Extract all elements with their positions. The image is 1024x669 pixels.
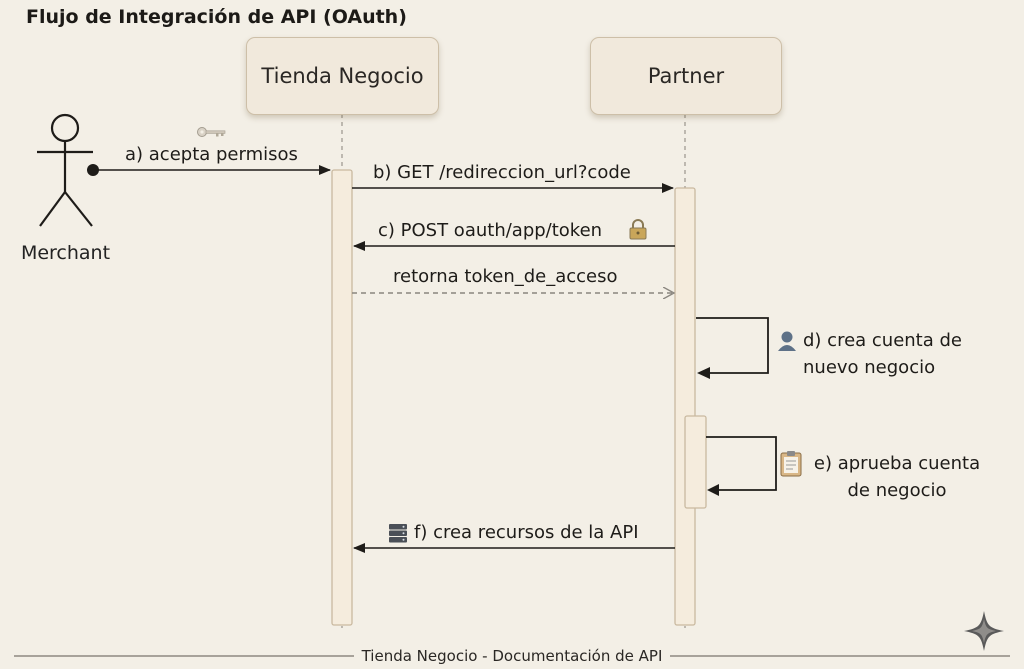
user-icon [778,331,796,351]
message-f-label: f) crea recursos de la API [414,522,639,543]
message-d-line1: d) crea cuenta de [803,330,962,351]
server-icon [389,524,407,543]
lock-icon [629,219,647,240]
message-b-label: b) GET /redireccion_url?code [373,162,631,183]
message-c-return-label: retorna token_de_acceso [393,266,618,287]
key-icon [197,127,226,137]
message-d-loop [696,317,769,374]
footer-text: Tienda Negocio - Documentación de API [353,647,671,665]
message-e-line1: e) aprueba cuenta [813,453,981,474]
merchant-actor [37,113,93,227]
message-d-line2: nuevo negocio [803,357,936,378]
participant-partner-label: Partner [647,64,725,88]
activation-store [331,169,353,626]
message-e-label: e) aprueba cuenta de negocio [808,450,986,504]
message-d-label: d) crea cuenta de nuevo negocio [803,327,962,381]
activation-partner-nested [684,415,707,509]
participant-tienda-negocio-label: Tienda Negocio [261,64,424,88]
message-a-label: a) acepta permisos [125,144,298,165]
message-e-loop [706,436,777,491]
participant-tienda-negocio: Tienda Negocio [246,37,439,115]
message-e-line2: de negocio [847,480,947,501]
actor-label: Merchant [20,242,111,264]
participant-partner: Partner [590,37,782,115]
diagram-title: Flujo de Integración de API (OAuth) [26,6,407,28]
message-c-label: c) POST oauth/app/token [378,220,603,241]
footer: Tienda Negocio - Documentación de API [0,647,1024,665]
clipboard-icon [780,451,802,477]
activation-partner [674,187,696,626]
sparkle-icon [964,611,1004,651]
